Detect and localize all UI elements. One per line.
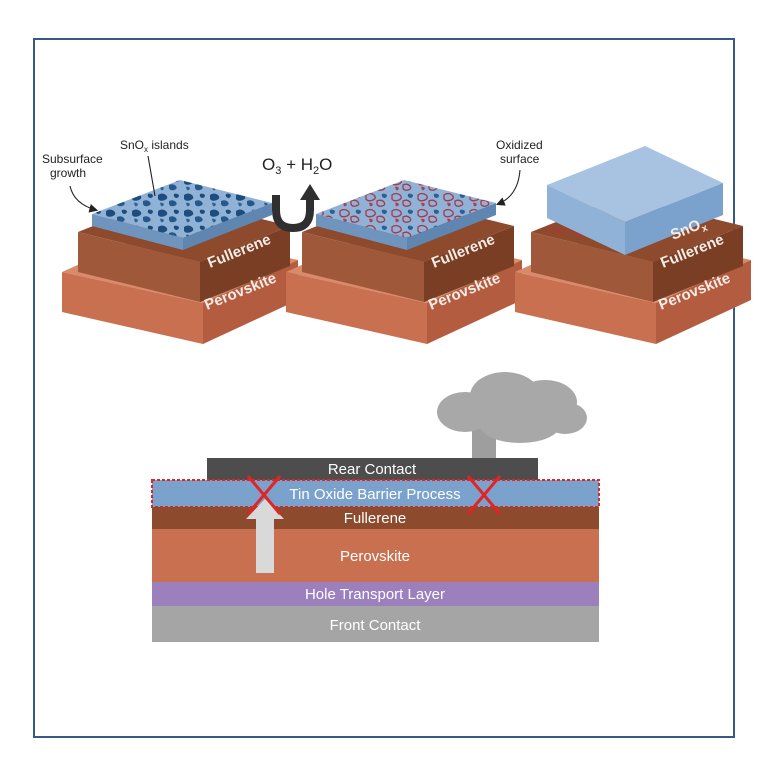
smoke-cloud-icon — [437, 372, 587, 482]
snox-islands-label: SnOx islands — [120, 138, 189, 154]
reaction-u-turn-arrow-icon — [272, 184, 320, 233]
subsurface-label: Subsurface — [42, 152, 103, 166]
front-contact-layer — [152, 606, 599, 642]
islands-pointer — [147, 155, 156, 197]
fullerene-label: Fullerene — [344, 510, 407, 527]
oxidized-label-line2: surface — [500, 152, 540, 166]
htl-label: Hole Transport Layer — [305, 586, 445, 603]
barrier-label: Tin Oxide Barrier Process — [289, 486, 460, 503]
rear-contact-label: Rear Contact — [328, 461, 417, 478]
block-2-oxidized-surface — [286, 180, 522, 344]
oxidized-label: Oxidized — [496, 138, 543, 152]
hole-transport-layer — [152, 582, 599, 606]
blocked-right-x-icon — [466, 475, 502, 515]
figure-frame — [33, 38, 735, 738]
perovskite-label: Perovskite — [340, 548, 410, 565]
subsurface-pointer — [69, 185, 99, 213]
oxidized-pointer — [495, 169, 521, 206]
tin-oxide-barrier-layer — [152, 480, 599, 507]
block-3-snox-layer — [515, 146, 751, 344]
subsurface-label-line2: growth — [50, 166, 86, 180]
reaction-label: O3 + H2O — [262, 155, 332, 177]
block-1-subsurface-growth — [62, 180, 298, 344]
front-contact-label: Front Contact — [330, 617, 422, 634]
upward-arrow-icon — [246, 499, 284, 573]
blocked-left-x-icon — [246, 475, 282, 515]
perovskite-layer — [152, 529, 599, 582]
rear-contact-layer — [207, 458, 538, 480]
